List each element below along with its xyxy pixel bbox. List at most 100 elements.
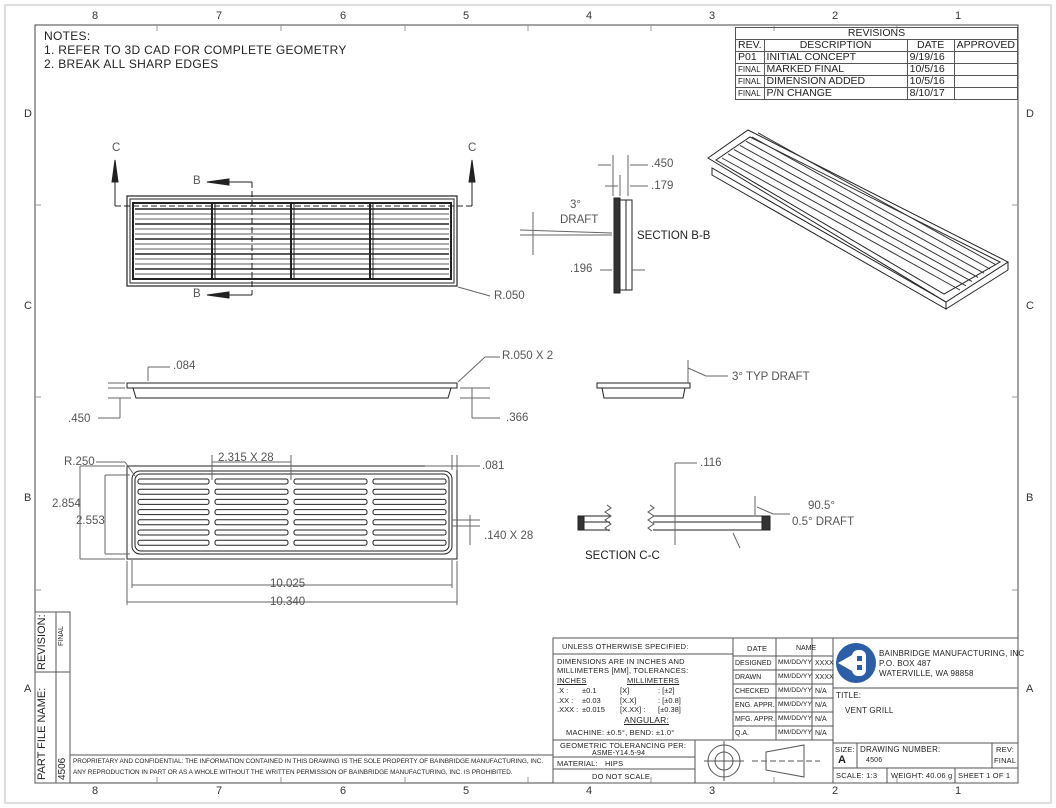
section-mark-b-bottom: B xyxy=(193,288,201,300)
company-logo xyxy=(836,643,876,683)
zone-column-label: 2 xyxy=(832,10,839,22)
signoff-role: Q.A. xyxy=(735,730,750,737)
signoff-role: DRAWN xyxy=(735,674,762,681)
dim-cc-draft: 0.5° DRAFT xyxy=(792,516,855,528)
tolerance-cell: ±0.015 xyxy=(582,705,605,714)
angular-label: ANGULAR: xyxy=(624,715,670,725)
dim-side-450: .450 xyxy=(68,413,91,425)
zone-column-label: 2 xyxy=(832,785,839,797)
date-cell: 8/10/17 xyxy=(906,87,955,100)
tolerance-cell: : [±2] xyxy=(658,686,675,695)
proprietary-line-2: ANY REPRODUCTION IN PART OR AS A WHOLE W… xyxy=(73,769,513,776)
dim-slot-width: .140 X 28 xyxy=(484,530,534,542)
section-bb-label: SECTION B-B xyxy=(637,230,711,242)
name-col-header: NAME xyxy=(796,645,817,652)
dim-bb-196: .196 xyxy=(570,263,593,275)
drawing-number-label: DRAWING NUMBER: xyxy=(860,745,941,754)
desc-cell: DIMENSION ADDED xyxy=(763,75,908,88)
rev-cell: FINAL xyxy=(735,75,765,88)
tolerance-cell: .XXX : xyxy=(557,705,579,714)
scale: SCALE: 1:3 xyxy=(836,771,878,780)
zone-row-label: C xyxy=(24,300,32,312)
revision-value: FINAL xyxy=(58,626,65,646)
signoff-role: DESIGNED xyxy=(735,660,772,667)
sheet: SHEET 1 OF 1 xyxy=(958,771,1011,780)
section-bb-view xyxy=(519,155,648,294)
company-address-1: P.O. BOX 487 xyxy=(879,659,932,668)
zone-column-label: 1 xyxy=(955,10,962,22)
zone-column-label: 4 xyxy=(586,785,593,797)
signoff-date: MM/DD/YY xyxy=(778,715,812,722)
approved-header: APPROVED xyxy=(953,39,1019,52)
note-1: 1. REFER TO 3D CAD FOR COMPLETE GEOMETRY xyxy=(44,43,347,57)
dim-width-outer: 10.340 xyxy=(270,596,306,608)
signoff-date: MM/DD/YY xyxy=(778,673,812,680)
note-2: 2. BREAK ALL SHARP EDGES xyxy=(44,57,219,71)
millimeters-label: MILLIMETERS xyxy=(627,676,680,685)
weight: WEIGHT: 40.06 g xyxy=(891,771,953,780)
geo-tolerancing: GEOMETRIC TOLERANCING PER: xyxy=(560,741,687,750)
signoff-role: MFG. APPR. xyxy=(735,716,776,723)
tolerance-cell: : [±0.8] xyxy=(658,695,681,705)
dim-side-radius: R.050 X 2 xyxy=(502,350,554,362)
dim-slot-length: 2.315 X 28 xyxy=(218,452,274,464)
tolerance-cell: [X.X] xyxy=(620,695,637,705)
zone-column-label: 7 xyxy=(216,10,223,22)
date-cell: 9/19/16 xyxy=(906,51,955,64)
signoff-date: MM/DD/YY xyxy=(778,729,812,736)
section-mark-b-top: B xyxy=(193,175,201,187)
do-not-scale: DO NOT SCALE xyxy=(592,772,651,781)
dim-top-radius: R.050 xyxy=(494,290,525,302)
tolerance-cell: .XX : xyxy=(557,695,574,705)
signoff-date: MM/DD/YY xyxy=(778,687,812,694)
desc-cell: P/N CHANGE xyxy=(763,87,908,100)
section-cc-label: SECTION C-C xyxy=(585,550,660,562)
end-view xyxy=(596,360,728,399)
signoff-date: MM/DD/YY xyxy=(778,701,812,708)
dim-height-outer: 2.854 xyxy=(52,498,81,510)
dim-cc-angle: 90.5° xyxy=(808,500,835,512)
revisions-table: REVISIONS REV. DESCRIPTION DATE APPROVED… xyxy=(735,27,1019,100)
tolerance-cell: ±0.1 xyxy=(582,686,597,695)
dims-line-2: MILLIMETERS [MM], TOLERANCES: xyxy=(557,666,689,675)
dim-bb-draft-angle: 3° xyxy=(570,199,581,211)
unless-specified: UNLESS OTHERWISE SPECIFIED: xyxy=(562,642,689,651)
dim-width-inner: 10.025 xyxy=(270,578,306,590)
notes-title: NOTES: xyxy=(44,29,91,43)
dim-cc-116: .116 xyxy=(700,457,722,469)
approved-cell xyxy=(953,87,1019,100)
title-label: TITLE: xyxy=(836,691,862,700)
zone-column-label: 5 xyxy=(463,10,470,22)
zone-column-label: 1 xyxy=(955,785,962,797)
dim-side-084: .084 xyxy=(173,360,196,372)
zone-row-label: B xyxy=(1026,492,1034,504)
zone-column-label: 5 xyxy=(463,785,470,797)
tolerance-cell: [X.XX] : xyxy=(620,705,646,714)
drawing-number: 4506 xyxy=(866,757,883,764)
approved-cell xyxy=(953,63,1019,76)
zone-column-label: 7 xyxy=(216,785,223,797)
proprietary-line-1: PROPRIETARY AND CONFIDENTIAL: THE INFORM… xyxy=(73,758,544,765)
desc-cell: MARKED FINAL xyxy=(763,63,908,76)
size-label: SIZE: xyxy=(835,745,855,754)
zone-row-label: C xyxy=(1026,300,1034,312)
rev-cell: FINAL xyxy=(735,63,765,76)
signoff-date: MM/DD/YY xyxy=(778,659,812,666)
signoff-name: XXXX xyxy=(815,674,834,681)
section-cc-view xyxy=(577,462,790,549)
top-view xyxy=(111,159,491,299)
inches-label: INCHES xyxy=(557,676,587,685)
tolerance-cell: .X : xyxy=(557,686,569,695)
zone-column-label: 8 xyxy=(92,10,99,22)
dim-bb-179: .179 xyxy=(651,180,674,192)
angular-values: MACHINE: ±0.5°, BEND: ±1.0° xyxy=(566,728,675,737)
section-mark-c-left: C xyxy=(112,142,121,154)
tolerance-cell: [X] xyxy=(620,686,630,695)
zone-row-label: B xyxy=(24,492,32,504)
date-cell: 10/5/16 xyxy=(906,63,955,76)
drawing-title: VENT GRILL xyxy=(845,706,894,715)
dim-typ-draft: 3° TYP DRAFT xyxy=(732,371,810,383)
